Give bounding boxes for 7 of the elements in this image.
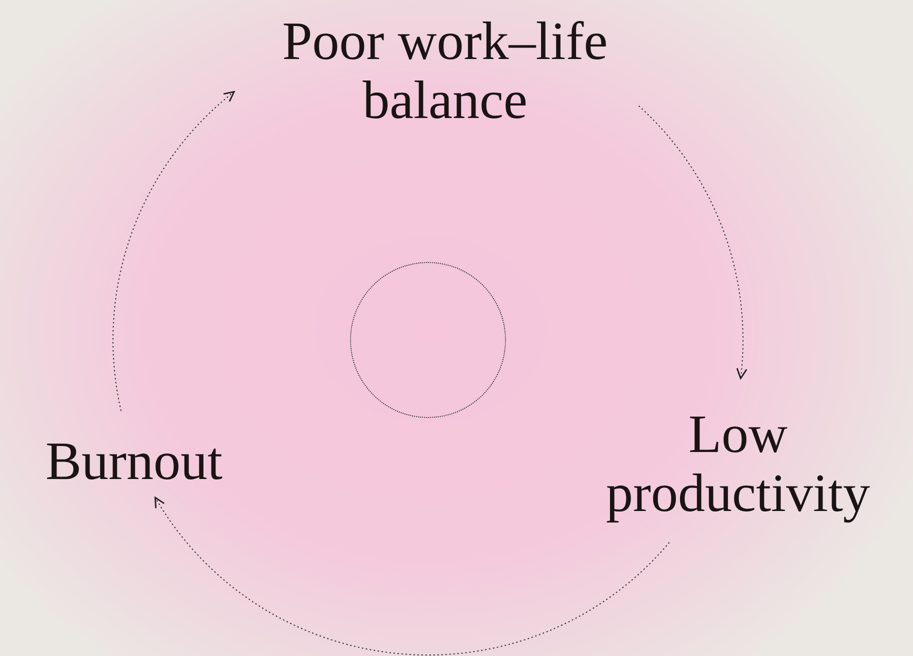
dotted-arrow	[154, 496, 670, 656]
node-label: Poor work–life balance	[281, 12, 609, 131]
dotted-arrow	[638, 105, 747, 380]
dotted-arrow	[112, 91, 235, 412]
node-label: Low productivity	[605, 405, 871, 524]
dotted-circle	[350, 262, 506, 418]
node-label: Burnout	[44, 432, 224, 492]
